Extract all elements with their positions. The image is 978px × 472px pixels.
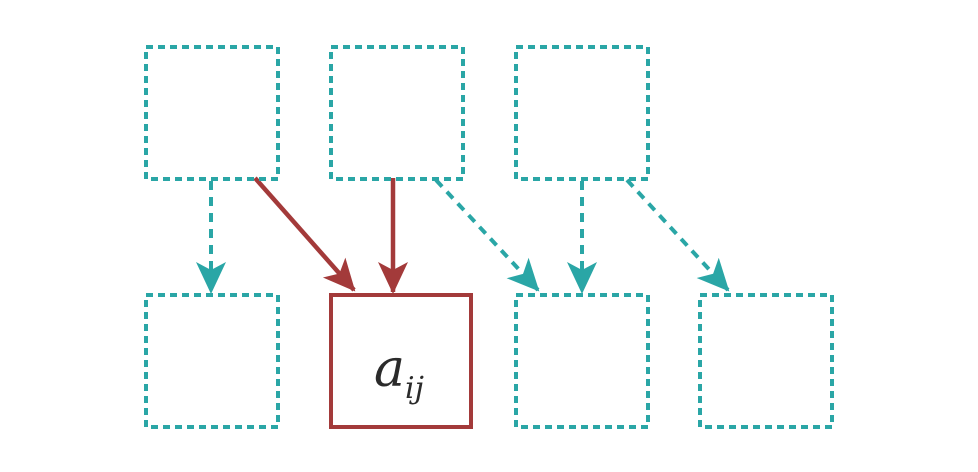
bottom-row xyxy=(144,293,834,429)
edge-r0c2-to-r1c3 xyxy=(625,178,730,292)
cell-label-subscript: ij xyxy=(405,371,424,406)
edge-r0c0-to-r1c1 xyxy=(253,176,356,292)
cell-r1c0 xyxy=(144,293,280,429)
edges xyxy=(196,176,730,294)
edge-r0c1-to-r1c2 xyxy=(434,178,540,292)
cell-r0c1 xyxy=(329,45,465,181)
cell-label: aij xyxy=(374,339,424,406)
cell-r0c0 xyxy=(144,45,280,181)
cell-r0c2 xyxy=(514,45,650,181)
cell-r1c3 xyxy=(698,293,834,429)
cell-label-main: a xyxy=(374,339,405,399)
cell-r1c2 xyxy=(514,293,650,429)
top-row xyxy=(144,45,650,181)
cell-r1c1 xyxy=(329,293,473,429)
